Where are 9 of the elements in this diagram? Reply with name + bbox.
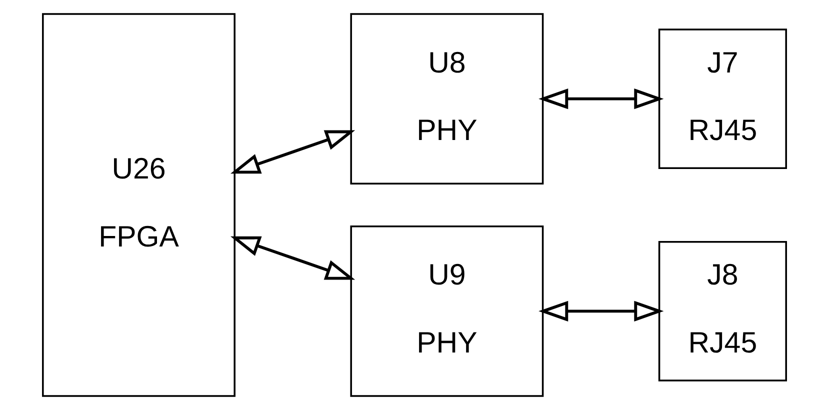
arrow <box>538 88 664 110</box>
node-box: U8 PHY <box>350 13 544 184</box>
node-box: U26 FPGA <box>42 13 236 397</box>
node-box: J8 RJ45 <box>658 240 787 382</box>
arrow <box>230 236 356 280</box>
node-box: J7 RJ45 <box>658 28 787 170</box>
node-box: U9 PHY <box>350 226 544 397</box>
arrow <box>230 130 356 174</box>
arrow <box>538 300 664 322</box>
